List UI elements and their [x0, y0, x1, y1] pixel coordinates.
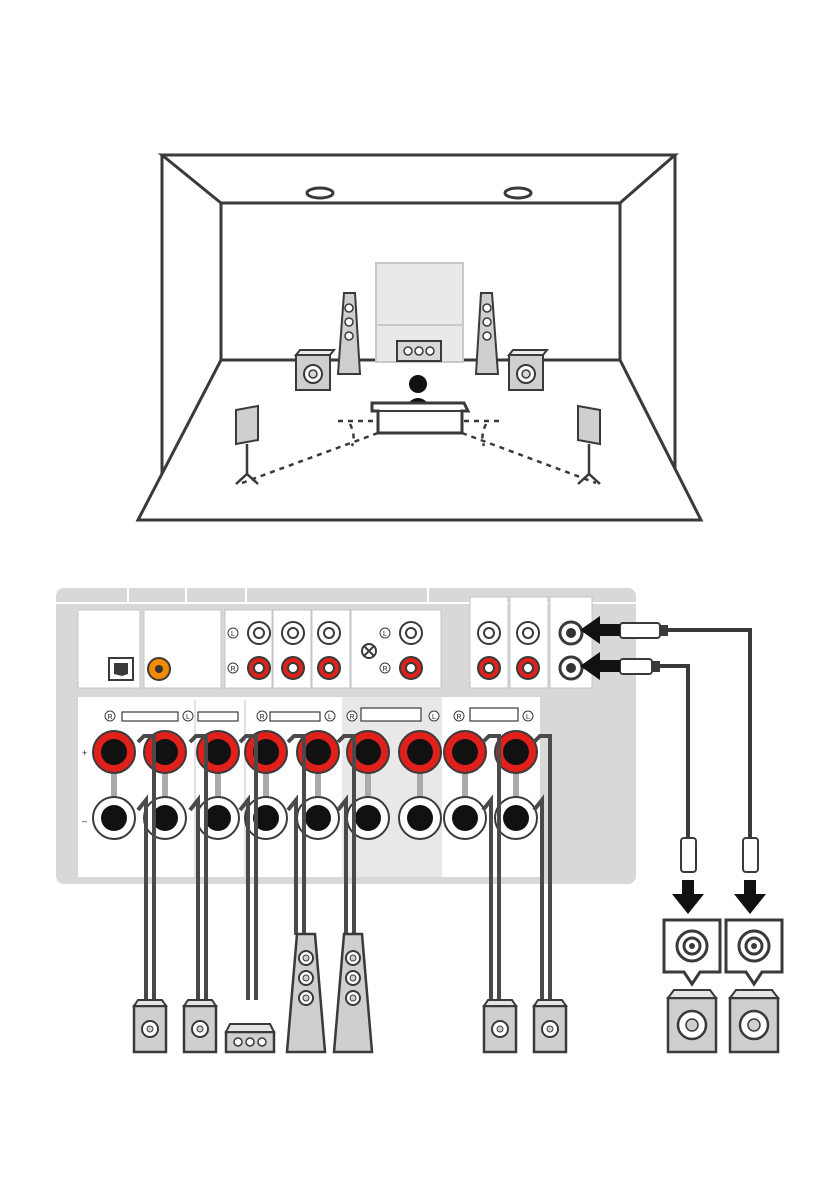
room-ceiling [162, 155, 675, 203]
rca-plug-icon [681, 838, 696, 872]
speaker-cone-icon [415, 347, 423, 355]
channel-label: L [432, 714, 436, 721]
surround-back-speaker-icon [534, 1000, 566, 1052]
center-speaker-icon [226, 1024, 274, 1052]
subwoofer-icon [668, 990, 716, 1052]
subwoofer-cables [660, 630, 750, 840]
rca-plug-icon [620, 623, 660, 638]
surround-speaker-icon [134, 1000, 166, 1052]
speaker-cone-icon [426, 347, 434, 355]
subwoofer-right-icon [509, 350, 547, 390]
channel-label: L [383, 631, 387, 638]
listener-head-icon [409, 375, 427, 393]
channel-label: L [186, 714, 190, 721]
channel-label: L [328, 714, 332, 721]
room-center-speaker [397, 341, 441, 361]
ceiling-speaker-icon [307, 188, 333, 198]
channel-label: R [107, 714, 112, 721]
channel-label: R [456, 714, 461, 721]
channel-label: R [230, 666, 235, 673]
channel-label: L [526, 714, 530, 721]
polarity-plus-label: + [82, 748, 87, 758]
rca-plug-icon [620, 659, 652, 674]
arrow-down-icon [672, 880, 704, 914]
rca-plug-icon [743, 838, 758, 872]
front-speaker-icon [287, 934, 325, 1052]
couch-icon [372, 403, 468, 433]
surround-speaker-icon [184, 1000, 216, 1052]
channel-label: R [382, 666, 387, 673]
polarity-minus-label: – [82, 816, 87, 826]
tv-icon [376, 263, 463, 325]
speaker-cone-icon [404, 347, 412, 355]
subwoofer-icon [730, 990, 778, 1052]
ceiling-speaker-icon [505, 188, 531, 198]
subwoofer-input-callouts [664, 920, 782, 984]
surround-back-speaker-icon [484, 1000, 516, 1052]
arrow-down-icon [734, 880, 766, 914]
channel-label: R [259, 714, 264, 721]
front-speaker-icon [334, 934, 372, 1052]
channel-label: R [349, 714, 354, 721]
channel-label: L [231, 631, 235, 638]
subwoofer-left-icon [296, 350, 334, 390]
